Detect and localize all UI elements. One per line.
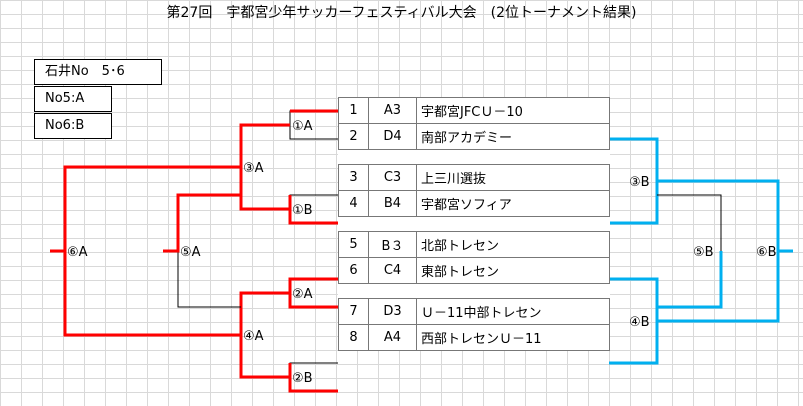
team-name: 西部トレセンＵ－11 (416, 324, 610, 351)
team-number: 4 (338, 190, 369, 217)
team-row: 3 C3 上三川選抜 (338, 164, 610, 191)
team-number: 6 (338, 257, 369, 284)
team-number: 5 (338, 231, 369, 258)
team-name: 南部アカデミー (416, 123, 610, 150)
match-label-5b: ⑤B (693, 245, 714, 260)
team-row: 1 A3 宇都宮JFCＵ－10 (338, 97, 610, 124)
team-row: 8 A4 西部トレセンＵ－11 (338, 324, 610, 351)
team-number: 7 (338, 298, 369, 325)
team-number: 1 (338, 97, 369, 124)
team-number: 2 (338, 123, 369, 150)
match-5b-lines (657, 194, 723, 309)
match-5a-lines (163, 193, 241, 308)
match-label-6b: ⑥B (756, 245, 777, 260)
team-row: 7 D3 Ｕ－11中部トレセン (338, 298, 610, 325)
row-gap (338, 149, 610, 165)
team-seed-code: A4 (368, 324, 417, 351)
match-label-4b: ④B (629, 315, 650, 330)
match-label-1b: ①B (292, 203, 313, 218)
team-seed-code: A3 (368, 97, 417, 124)
team-name: 東部トレセン (416, 257, 610, 284)
match-label-2a: ②A (292, 287, 313, 302)
team-seed-code: C3 (368, 164, 417, 191)
team-seed-code: B4 (368, 190, 417, 217)
team-row: 5 B３ 北部トレセン (338, 231, 610, 258)
team-row: 4 B4 宇都宮ソフィア (338, 190, 610, 217)
match-label-3a: ③A (243, 161, 264, 176)
team-name: Ｕ－11中部トレセン (416, 298, 610, 325)
team-seed-code: C4 (368, 257, 417, 284)
venue-label: 石井No 5･6 (34, 59, 162, 85)
team-name: 宇都宮ソフィア (416, 190, 610, 217)
team-seed-code: B３ (368, 231, 417, 258)
match-6a-lines (50, 165, 241, 337)
page-title: 第27回 宇都宮少年サッカーフェスティバル大会 (2位トーナメント結果) (166, 5, 637, 21)
team-name: 上三川選抜 (416, 164, 610, 191)
match-label-4a: ④A (243, 329, 264, 344)
match-label-3b: ③B (629, 175, 650, 190)
match-6b-lines (657, 179, 793, 323)
match-label-6a: ⑥A (67, 245, 88, 260)
team-seed-code: D4 (368, 123, 417, 150)
team-number: 8 (338, 324, 369, 351)
team-name: 北部トレセン (416, 231, 610, 258)
team-row: 6 C4 東部トレセン (338, 257, 610, 284)
court-b-label: No6:B (34, 113, 112, 139)
court-a-label: No5:A (34, 86, 112, 112)
row-gap (338, 216, 610, 232)
team-table: 1 A3 宇都宮JFCＵ－10 2 D4 南部アカデミー 3 C3 上三川選抜 … (338, 97, 610, 351)
match-label-1a: ①A (292, 119, 313, 134)
match-label-5a: ⑤A (180, 245, 201, 260)
team-seed-code: D3 (368, 298, 417, 325)
team-number: 3 (338, 164, 369, 191)
row-gap (338, 283, 610, 299)
team-name: 宇都宮JFCＵ－10 (416, 97, 610, 124)
team-row: 2 D4 南部アカデミー (338, 123, 610, 150)
match-label-2b: ②B (292, 371, 313, 386)
